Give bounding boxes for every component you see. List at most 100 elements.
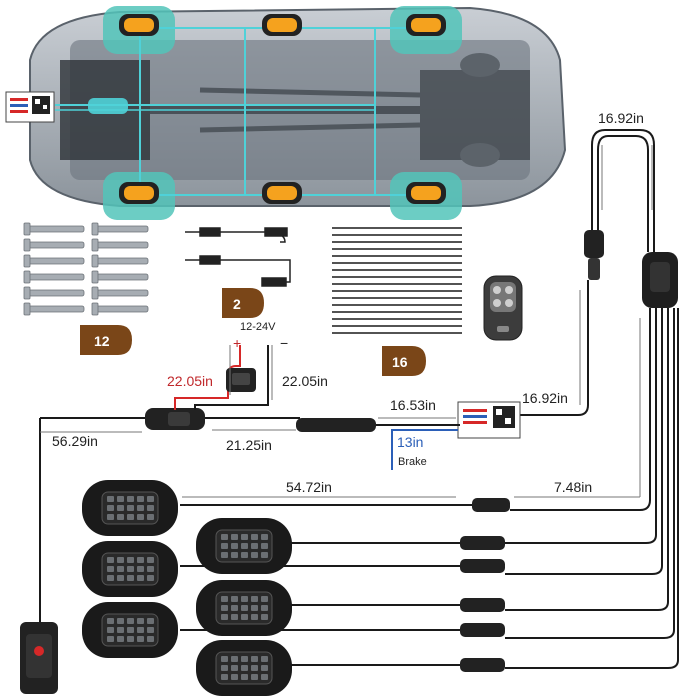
led-chip xyxy=(137,566,144,572)
car-splitter xyxy=(88,98,128,114)
led-chip xyxy=(107,636,114,642)
led-chip xyxy=(147,627,154,633)
led-chip xyxy=(231,543,238,549)
car-pod-front-left xyxy=(119,14,159,36)
led-chip xyxy=(241,665,248,671)
zip-tie-bundle xyxy=(332,227,462,334)
led-chip xyxy=(137,627,144,633)
led-chip xyxy=(117,505,124,511)
led-chip xyxy=(241,656,248,662)
led-chip xyxy=(231,596,238,602)
led-chip xyxy=(127,496,134,502)
led-chip xyxy=(241,552,248,558)
zip-ties-count: 16 xyxy=(392,354,408,370)
led-chip xyxy=(117,557,124,563)
label-voltage: 12-24V xyxy=(240,321,276,333)
led-chip xyxy=(147,514,154,520)
led-chip xyxy=(127,627,134,633)
led-chip xyxy=(137,618,144,624)
led-chip xyxy=(241,605,248,611)
label-splitter-lead: 7.48in xyxy=(554,479,592,495)
label-red-wire-length: 22.05in xyxy=(167,373,213,389)
led-chip xyxy=(261,614,268,620)
led-chip xyxy=(107,505,114,511)
led-chip xyxy=(241,534,248,540)
led-chip xyxy=(107,618,114,624)
led-chip xyxy=(261,665,268,671)
led-chip xyxy=(107,566,114,572)
main-line-dimensions xyxy=(40,417,456,433)
harness-dimension-top xyxy=(601,145,653,210)
connectors-count-badge: 2 xyxy=(222,288,264,318)
led-chip xyxy=(137,505,144,511)
led-chip xyxy=(251,543,258,549)
car-controller-module xyxy=(5,91,55,123)
led-chip xyxy=(221,665,228,671)
led-chip xyxy=(107,575,114,581)
led-chip xyxy=(231,665,238,671)
extension-connectors xyxy=(185,227,291,287)
led-chip xyxy=(221,674,228,680)
led-chip xyxy=(251,534,258,540)
led-chip xyxy=(251,596,258,602)
connectors-count: 2 xyxy=(233,296,241,312)
led-chip xyxy=(117,566,124,572)
car-pod-center-left xyxy=(262,14,302,36)
led-chip xyxy=(117,618,124,624)
label-switch-wire: 56.29in xyxy=(52,433,98,449)
led-chip xyxy=(261,596,268,602)
inline-plug xyxy=(296,418,376,432)
led-chip xyxy=(251,656,258,662)
main-controller-module xyxy=(457,401,521,439)
car-pod-center-right xyxy=(262,182,302,204)
led-chip xyxy=(231,552,238,558)
led-chip xyxy=(147,505,154,511)
zip-ties-count-badge: 16 xyxy=(382,346,426,376)
led-chip xyxy=(107,496,114,502)
led-chip xyxy=(147,636,154,642)
led-chip xyxy=(147,557,154,563)
led-chip xyxy=(251,552,258,558)
splitter-output-wires xyxy=(505,308,679,669)
splitter-upper-loop xyxy=(591,129,655,252)
car-pod-front-right xyxy=(119,182,159,204)
led-chip xyxy=(251,674,258,680)
inline-fuse xyxy=(226,368,256,392)
led-chip xyxy=(221,605,228,611)
led-chip xyxy=(261,552,268,558)
car-pod-rear-left xyxy=(406,14,446,36)
led-chip xyxy=(137,514,144,520)
led-chip xyxy=(137,575,144,581)
led-dot-grids xyxy=(107,496,268,680)
label-black-wire-length: 22.05in xyxy=(282,373,328,389)
led-chip xyxy=(231,656,238,662)
controller-to-connector-wire xyxy=(520,280,589,416)
led-chip xyxy=(231,534,238,540)
led-chip xyxy=(221,552,228,558)
led-chip xyxy=(251,614,258,620)
led-chip xyxy=(117,514,124,520)
led-chip xyxy=(107,557,114,563)
main-power-wire xyxy=(39,417,460,622)
led-chip xyxy=(127,557,134,563)
power-lead-dimensions xyxy=(229,345,273,400)
led-chip xyxy=(127,514,134,520)
led-chip xyxy=(241,596,248,602)
led-chip xyxy=(127,618,134,624)
led-chip xyxy=(241,614,248,620)
led-chip xyxy=(127,636,134,642)
label-controller-to-splitter: 16.92in xyxy=(522,390,568,406)
led-chip xyxy=(127,505,134,511)
led-chip xyxy=(221,543,228,549)
led-chip xyxy=(221,534,228,540)
label-harness-top-length: 16.92in xyxy=(598,110,644,126)
label-brake-length: 13in xyxy=(397,434,423,450)
led-chip xyxy=(147,496,154,502)
led-chip xyxy=(117,627,124,633)
led-chip xyxy=(231,605,238,611)
led-chip xyxy=(221,596,228,602)
led-chip xyxy=(117,575,124,581)
label-brake: Brake xyxy=(398,456,427,468)
label-pod-extension: 54.72in xyxy=(286,479,332,495)
